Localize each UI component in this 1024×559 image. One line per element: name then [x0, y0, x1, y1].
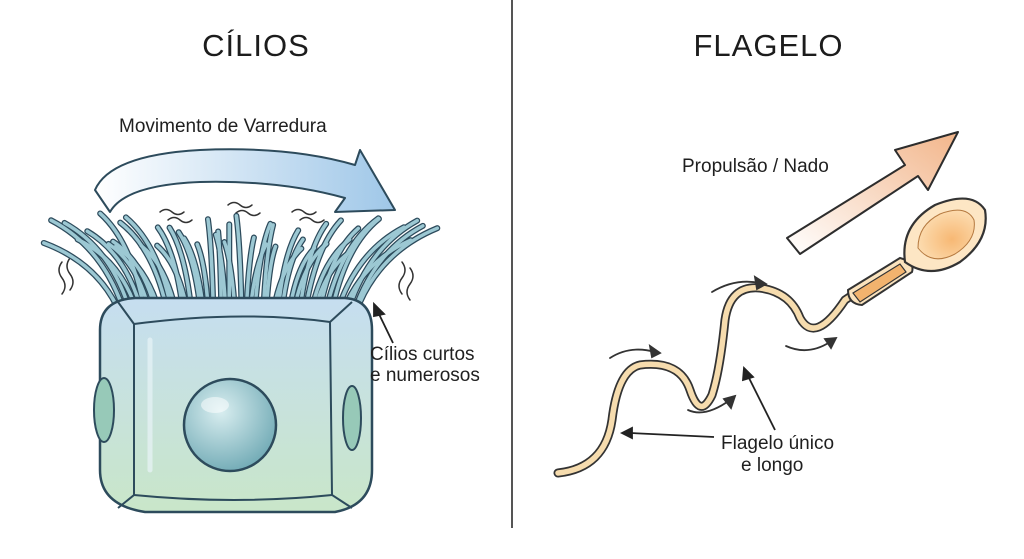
sperm-cell-illustration — [553, 131, 987, 478]
cilium — [337, 225, 406, 308]
cilium — [176, 230, 202, 307]
cilium — [155, 243, 188, 306]
cilium — [85, 229, 142, 306]
cilium — [298, 222, 328, 308]
flagellum — [553, 283, 865, 478]
cilia-pointer-arrow — [373, 301, 394, 344]
cilium — [277, 228, 300, 305]
cilium — [253, 222, 273, 305]
cilium — [206, 217, 216, 310]
cilium — [42, 241, 119, 309]
panel-divider — [511, 0, 513, 528]
ciliated-cell-illustration — [40, 148, 441, 514]
cilium — [331, 217, 381, 308]
sweep-motion-arrow — [94, 148, 396, 213]
motion-lines — [58, 201, 414, 301]
cilium — [353, 224, 425, 312]
flagellum-panel: FLAGELO — [513, 0, 1024, 559]
cilium — [75, 237, 136, 305]
cilium — [49, 218, 124, 308]
flagellum-description-line1: Flagelo único — [721, 433, 835, 454]
cilium — [265, 244, 278, 305]
flagellum-description-line2: e longo — [741, 455, 804, 476]
cilium — [319, 226, 361, 307]
cilia-description-line1: Cílios curtos — [370, 344, 475, 365]
nucleus — [182, 377, 278, 473]
cilium — [234, 214, 244, 308]
cilium — [347, 218, 419, 310]
cilium — [304, 218, 343, 310]
cilium — [156, 225, 184, 307]
sperm-head — [846, 197, 987, 307]
cilium — [167, 225, 193, 308]
flagellum-title: FLAGELO — [693, 28, 844, 63]
cilium — [280, 237, 305, 307]
cilia-description-line2: e numerosos — [370, 365, 480, 386]
sweep-motion-label: Movimento de Varredura — [119, 116, 327, 137]
cilium — [358, 226, 440, 305]
cilium — [124, 215, 173, 307]
cilium — [98, 211, 145, 305]
propulsion-arrow — [786, 131, 959, 255]
propulsion-label: Propulsão / Nado — [682, 156, 829, 177]
cilium — [214, 232, 227, 304]
cilia-panel: CÍLIOS — [40, 28, 480, 514]
flagellum-motion-lines — [609, 275, 838, 414]
cilium — [118, 220, 168, 307]
flagellum-pointer-arrows — [619, 365, 776, 440]
cilia-title: CÍLIOS — [202, 28, 310, 63]
